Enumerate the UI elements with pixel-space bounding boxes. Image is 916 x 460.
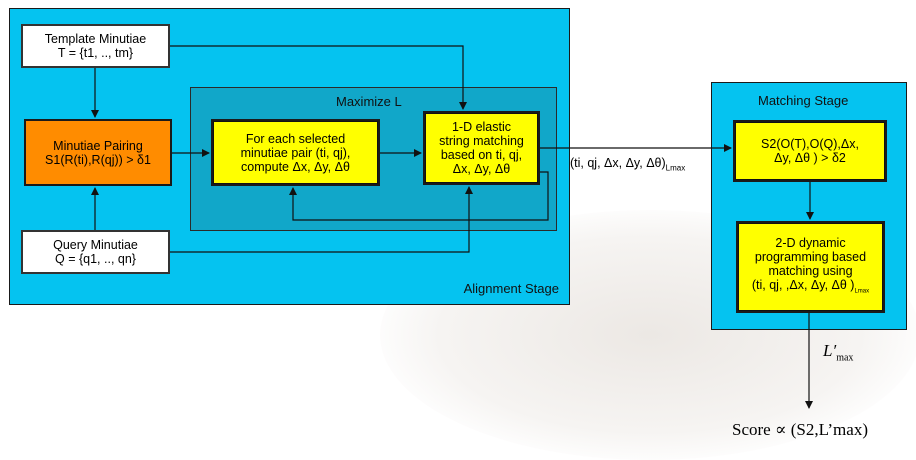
lmax-prime-label: L′max [823,341,854,364]
template-minutiae-text: Template Minutiae T = {t1, .., tm} [44,32,147,60]
maximize-l-label: Maximize L [336,94,402,109]
matching-stage-label: Matching Stage [758,93,849,108]
compute-delta-box: For each selected minutiae pair (ti, qj)… [211,119,380,186]
connector-lines [91,45,814,409]
s2-threshold-text: S2(O(T),O(Q),Δx, Δy, Δθ ) > δ2 [761,137,859,165]
elastic-matching-text: 1-D elastic string matching based on ti,… [439,120,524,176]
compute-delta-text: For each selected minutiae pair (ti, qj)… [240,131,351,174]
dp-lmax-subscript: Lmax [854,288,870,295]
query-minutiae-text: Query Minutiae Q = {q1, .., qn} [53,238,138,266]
arrow-query-to-elastic [170,186,473,253]
s2-threshold-box: S2(O(T),O(Q),Δx, Δy, Δθ ) > δ2 [733,120,887,182]
minutiae-pairing-box: Minutiae Pairing S1(R(ti),R(qj)) > δ1 [24,119,172,186]
elastic-matching-box: 1-D elastic string matching based on ti,… [423,111,540,185]
template-minutiae-box: Template Minutiae T = {t1, .., tm} [21,24,170,68]
alignment-stage-label: Alignment Stage [463,281,559,296]
dp-matching-box: 2-D dynamic programming based matching u… [736,221,885,313]
score-label: Score ∝ (S2,L’max) [732,420,868,439]
minutiae-pairing-text: Minutiae Pairing S1(R(ti),R(qj)) > δ1 [45,138,151,167]
arrow-template-to-elastic [170,45,467,110]
arrow-feedback-to-compute [289,171,549,221]
tuple-label: (ti, qj, Δx, Δy, Δθ)Lmax [570,156,686,173]
query-minutiae-box: Query Minutiae Q = {q1, .., qn} [21,230,170,274]
lmax-prime-subscript: max [836,352,854,364]
tuple-lmax-subscript: Lmax [665,163,686,173]
dp-matching-text: 2-D dynamic programming based matching u… [751,235,870,295]
